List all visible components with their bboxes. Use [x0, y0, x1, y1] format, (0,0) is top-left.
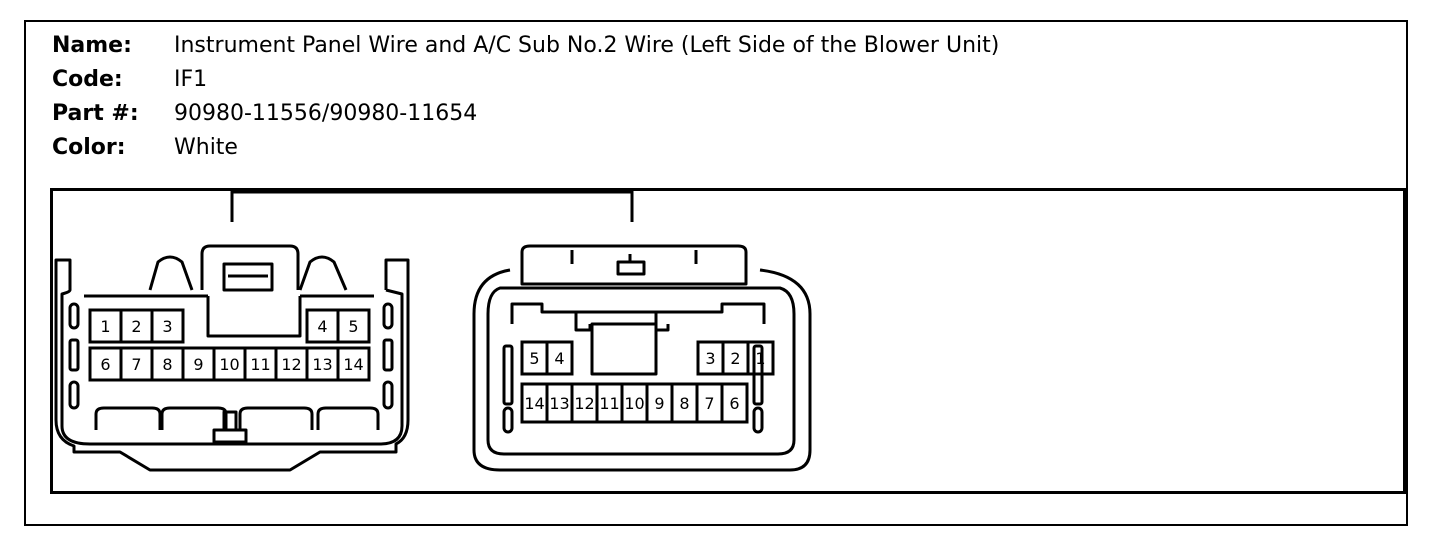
- color-value: White: [174, 134, 238, 160]
- part-row: Part #: 90980-11556/90980-11654: [52, 96, 999, 130]
- code-row: Code: IF1: [52, 62, 999, 96]
- left-connector-terminal: 14: [336, 346, 371, 382]
- right-connector-terminal: 13: [545, 382, 574, 424]
- right-connector-terminal: 10: [620, 382, 649, 424]
- left-connector-terminal-number: 6: [100, 355, 110, 374]
- left-connector-terminal: 13: [305, 346, 340, 382]
- right-connector-terminal: 1: [746, 340, 775, 376]
- left-connector-terminal-number: 5: [348, 317, 358, 336]
- left-connector-terminal: 11: [243, 346, 278, 382]
- right-connector-terminal: 8: [670, 382, 699, 424]
- right-connector-terminal: 9: [645, 382, 674, 424]
- right-connector-terminal-number: 12: [574, 394, 594, 413]
- right-connector-terminal: 5: [520, 340, 549, 376]
- right-connector-terminal-number: 10: [624, 394, 644, 413]
- right-connector-terminal-number: 3: [705, 349, 715, 368]
- color-label: Color:: [52, 134, 126, 160]
- left-connector-terminal-box: [150, 308, 185, 344]
- diagram-area: [50, 188, 1406, 494]
- right-connector-terminal: 7: [695, 382, 724, 424]
- right-connector-terminal-number: 14: [524, 394, 544, 413]
- left-connector-terminal-number: 3: [162, 317, 172, 336]
- right-connector-terminal-box: [545, 340, 574, 376]
- right-connector-terminal-number: 4: [554, 349, 564, 368]
- left-connector-terminal: 10: [212, 346, 247, 382]
- left-connector-terminal: 7: [119, 346, 154, 382]
- left-connector-terminal: 4: [305, 308, 340, 344]
- left-connector-terminal-number: 2: [131, 317, 141, 336]
- right-connector-terminal: 12: [570, 382, 599, 424]
- name-label: Name:: [52, 32, 132, 58]
- connector-info: Name: Instrument Panel Wire and A/C Sub …: [52, 28, 999, 164]
- right-connector-terminal-number: 2: [730, 349, 740, 368]
- left-connector-terminal-number: 11: [250, 355, 270, 374]
- left-connector-terminal: 5: [336, 308, 371, 344]
- left-connector-terminal: 6: [88, 346, 123, 382]
- right-connector-terminal: 2: [721, 340, 750, 376]
- right-connector: [472, 244, 812, 472]
- right-connector-terminal-number: 13: [549, 394, 569, 413]
- left-connector-terminal-box: [336, 308, 371, 344]
- left-connector-terminal: 3: [150, 308, 185, 344]
- left-connector-terminal-number: 8: [162, 355, 172, 374]
- part-label: Part #:: [52, 100, 139, 126]
- right-connector-terminal-number: 6: [729, 394, 739, 413]
- left-connector-terminal-number: 13: [312, 355, 332, 374]
- left-connector-terminal: 1: [88, 308, 123, 344]
- name-value: Instrument Panel Wire and A/C Sub No.2 W…: [174, 32, 1000, 58]
- right-connector-terminal-number: 1: [755, 349, 765, 368]
- left-connector-terminal-number: 10: [219, 355, 239, 374]
- left-connector-terminal-number: 9: [193, 355, 203, 374]
- right-connector-terminal-number: 7: [704, 394, 714, 413]
- left-connector-terminal: 12: [274, 346, 309, 382]
- left-connector-bottom-row: 6 7 8 9 10 11 12 13 14: [88, 346, 371, 382]
- left-connector-terminal-number: 12: [281, 355, 301, 374]
- left-connector-terminal: 8: [150, 346, 185, 382]
- right-connector-terminal: 4: [545, 340, 574, 376]
- right-connector-terminal-number: 11: [599, 394, 619, 413]
- right-connector-terminal: 3: [696, 340, 725, 376]
- code-value: IF1: [174, 66, 208, 92]
- left-connector-terminal-number: 1: [100, 317, 110, 336]
- left-connector-terminal-number: 14: [343, 355, 363, 374]
- mating-bracket: [230, 190, 634, 222]
- connector-sheet: [24, 20, 1408, 526]
- code-label: Code:: [52, 66, 123, 92]
- part-value: 90980-11556/90980-11654: [174, 100, 478, 126]
- right-connector-terminal-number: 8: [679, 394, 689, 413]
- left-connector: [54, 244, 410, 472]
- right-connector-terminal-number: 5: [529, 349, 539, 368]
- right-connector-terminal-box: [720, 382, 749, 424]
- right-connector-terminal-number: 9: [654, 394, 664, 413]
- left-connector-terminal: 2: [119, 308, 154, 344]
- right-connector-terminal: 11: [595, 382, 624, 424]
- left-connector-terminal-box: [336, 346, 371, 382]
- name-row: Name: Instrument Panel Wire and A/C Sub …: [52, 28, 999, 62]
- left-connector-terminal-number: 4: [317, 317, 327, 336]
- right-connector-terminal-box: [746, 340, 775, 376]
- right-connector-terminal: 14: [520, 382, 549, 424]
- left-connector-terminal-number: 7: [131, 355, 141, 374]
- left-connector-terminal: 9: [181, 346, 216, 382]
- color-row: Color: White: [52, 130, 999, 164]
- left-connector-top-row: 1 2 3 4 5: [88, 308, 371, 344]
- right-connector-terminal: 6: [720, 382, 749, 424]
